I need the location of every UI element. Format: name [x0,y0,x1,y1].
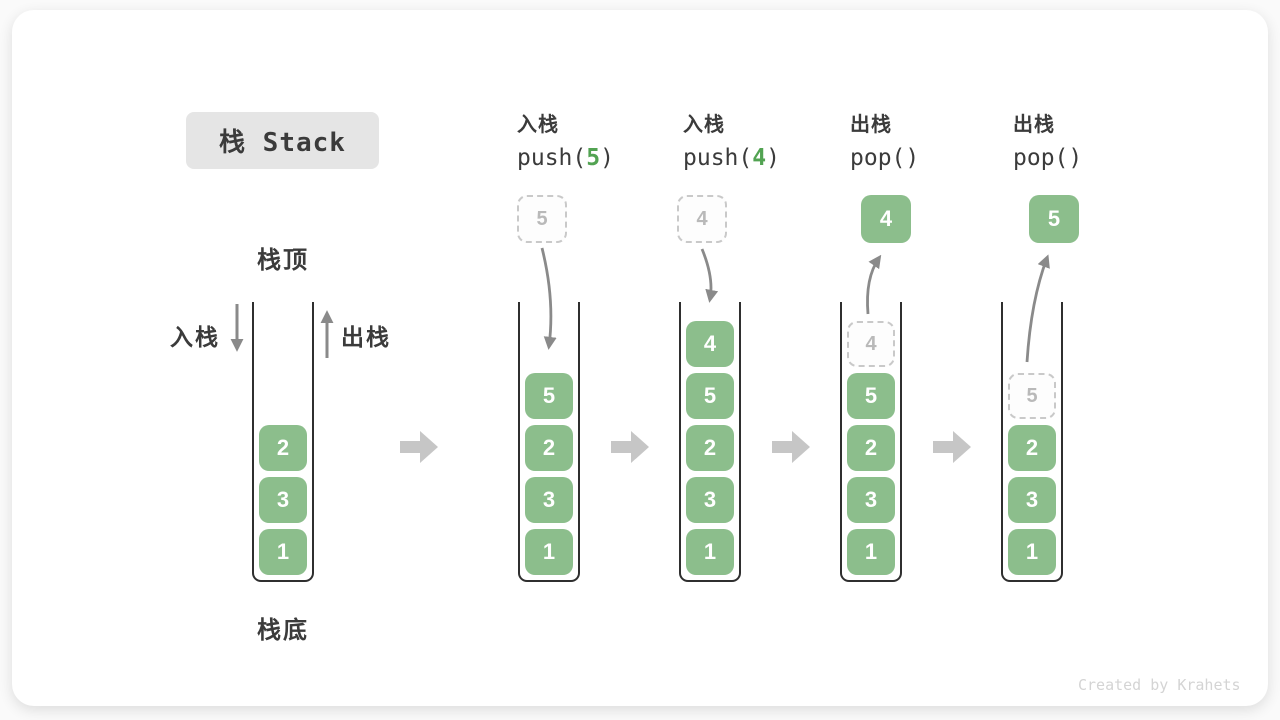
code-close: ) [905,145,920,171]
floating-value-pop-4: 4 [861,195,911,243]
code-close: ) [766,145,780,171]
stack-cell: 1 [847,529,895,575]
diagram-title: 栈 Stack [186,112,379,169]
operation-label-push-4: 入栈 push(4) [683,108,833,171]
operation-name: 出栈 [850,114,892,136]
operation-code: push(5) [517,145,667,171]
stack-cell: 3 [259,477,307,523]
operation-code: pop() [850,145,1000,171]
watermark: Created by Krahets [1078,676,1241,694]
code-open: pop( [850,145,906,171]
floating-value-pop-5: 5 [1029,195,1079,243]
operation-label-pop-1: 出栈 pop() [850,108,1000,171]
stack-top-label: 栈顶 [257,247,309,274]
stack-cell: 5 [686,373,734,419]
stack-cell: 2 [1008,425,1056,471]
code-close: ) [600,145,614,171]
code-arg: 4 [752,145,767,171]
code-close: ) [1068,145,1083,171]
stack-cell: 3 [525,477,573,523]
stack-bottom-label: 栈底 [257,617,309,644]
stack-cell: 3 [686,477,734,523]
operation-label-push-5: 入栈 push(5) [517,108,667,171]
pop-side-label: 出栈 [341,324,391,350]
stack-cell: 5 [525,373,573,419]
stack-cell: 2 [847,425,895,471]
operation-code: push(4) [683,145,833,171]
floating-value-push-4: 4 [677,195,727,243]
stack-cell: 1 [686,529,734,575]
operation-name: 入栈 [683,114,725,136]
operation-label-pop-2: 出栈 pop() [1013,108,1163,171]
stack-cell: 2 [259,425,307,471]
stack-cell: 4 [686,321,734,367]
stack-cell: 3 [1008,477,1056,523]
stack-cell-ghost: 4 [847,321,895,367]
operation-code: pop() [1013,145,1163,171]
code-open: push( [517,145,587,171]
stack-cell: 1 [525,529,573,575]
stack-cell: 1 [1008,529,1056,575]
stack-cell: 2 [686,425,734,471]
stack-cell: 2 [525,425,573,471]
code-open: push( [683,145,753,171]
operation-name: 出栈 [1013,114,1055,136]
stack-cell: 1 [259,529,307,575]
floating-value-push-5: 5 [517,195,567,243]
stack-cell: 5 [847,373,895,419]
code-open: pop( [1013,145,1069,171]
operation-name: 入栈 [517,114,559,136]
push-side-label: 入栈 [170,324,220,350]
stack-cell-ghost: 5 [1008,373,1056,419]
code-arg: 5 [586,145,601,171]
stack-cell: 3 [847,477,895,523]
